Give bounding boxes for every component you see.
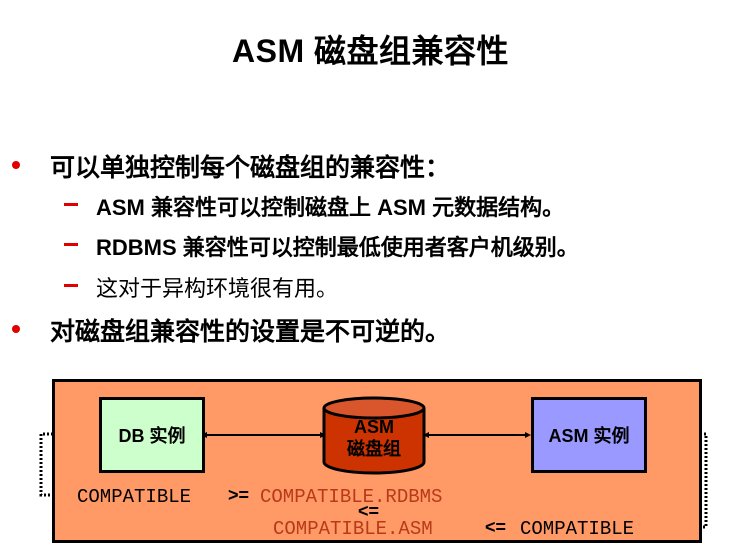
- asm-instance-label: ASM 实例: [548, 426, 630, 446]
- op-less-equal-mid: <=: [358, 501, 380, 521]
- compatible-rdbms: COMPATIBLE.RDBMS: [260, 486, 443, 508]
- disk-group-cylinder-icon: [322, 396, 426, 475]
- dash-icon: [64, 284, 78, 287]
- db-instance-box: DB 实例: [99, 397, 205, 473]
- op-greater-equal: >=: [228, 485, 250, 505]
- bullet-text: 可以单独控制每个磁盘组的兼容性：: [50, 154, 451, 182]
- disk-group-label-line1: ASM: [354, 417, 394, 437]
- compatible-asm: COMPATIBLE.ASM: [273, 518, 433, 540]
- bullet-dot-icon: [12, 325, 20, 333]
- dash-icon: [64, 203, 78, 206]
- db-instance-label: DB 实例: [118, 426, 186, 446]
- sub-bullet-text: 这对于异构环境很有用。: [96, 276, 339, 301]
- sub-bullet-text: ASM 兼容性可以控制磁盘上 ASM 元数据结构。: [96, 195, 565, 220]
- asm-instance-box: ASM 实例: [531, 397, 647, 473]
- bullet-dot-icon: [12, 161, 20, 169]
- sub-bullet-text: RDBMS 兼容性可以控制最低使用者客户机级别。: [96, 235, 579, 260]
- dash-icon: [64, 243, 78, 246]
- disk-group-label: ASM 磁盘组: [322, 416, 426, 460]
- compatible-right: COMPATIBLE: [520, 518, 635, 540]
- bullet-text: 对磁盘组兼容性的设置是不可逆的。: [50, 318, 451, 346]
- slide-title: ASM 磁盘组兼容性: [231, 33, 509, 69]
- disk-group-label-line2: 磁盘组: [347, 439, 401, 459]
- op-less-equal-right: <=: [485, 517, 507, 537]
- compatible-left: COMPATIBLE: [77, 486, 192, 508]
- compatibility-diagram: DB 实例 ASM 磁盘组 ASM 实例 COMPATIBLE >= COMPA…: [52, 379, 702, 543]
